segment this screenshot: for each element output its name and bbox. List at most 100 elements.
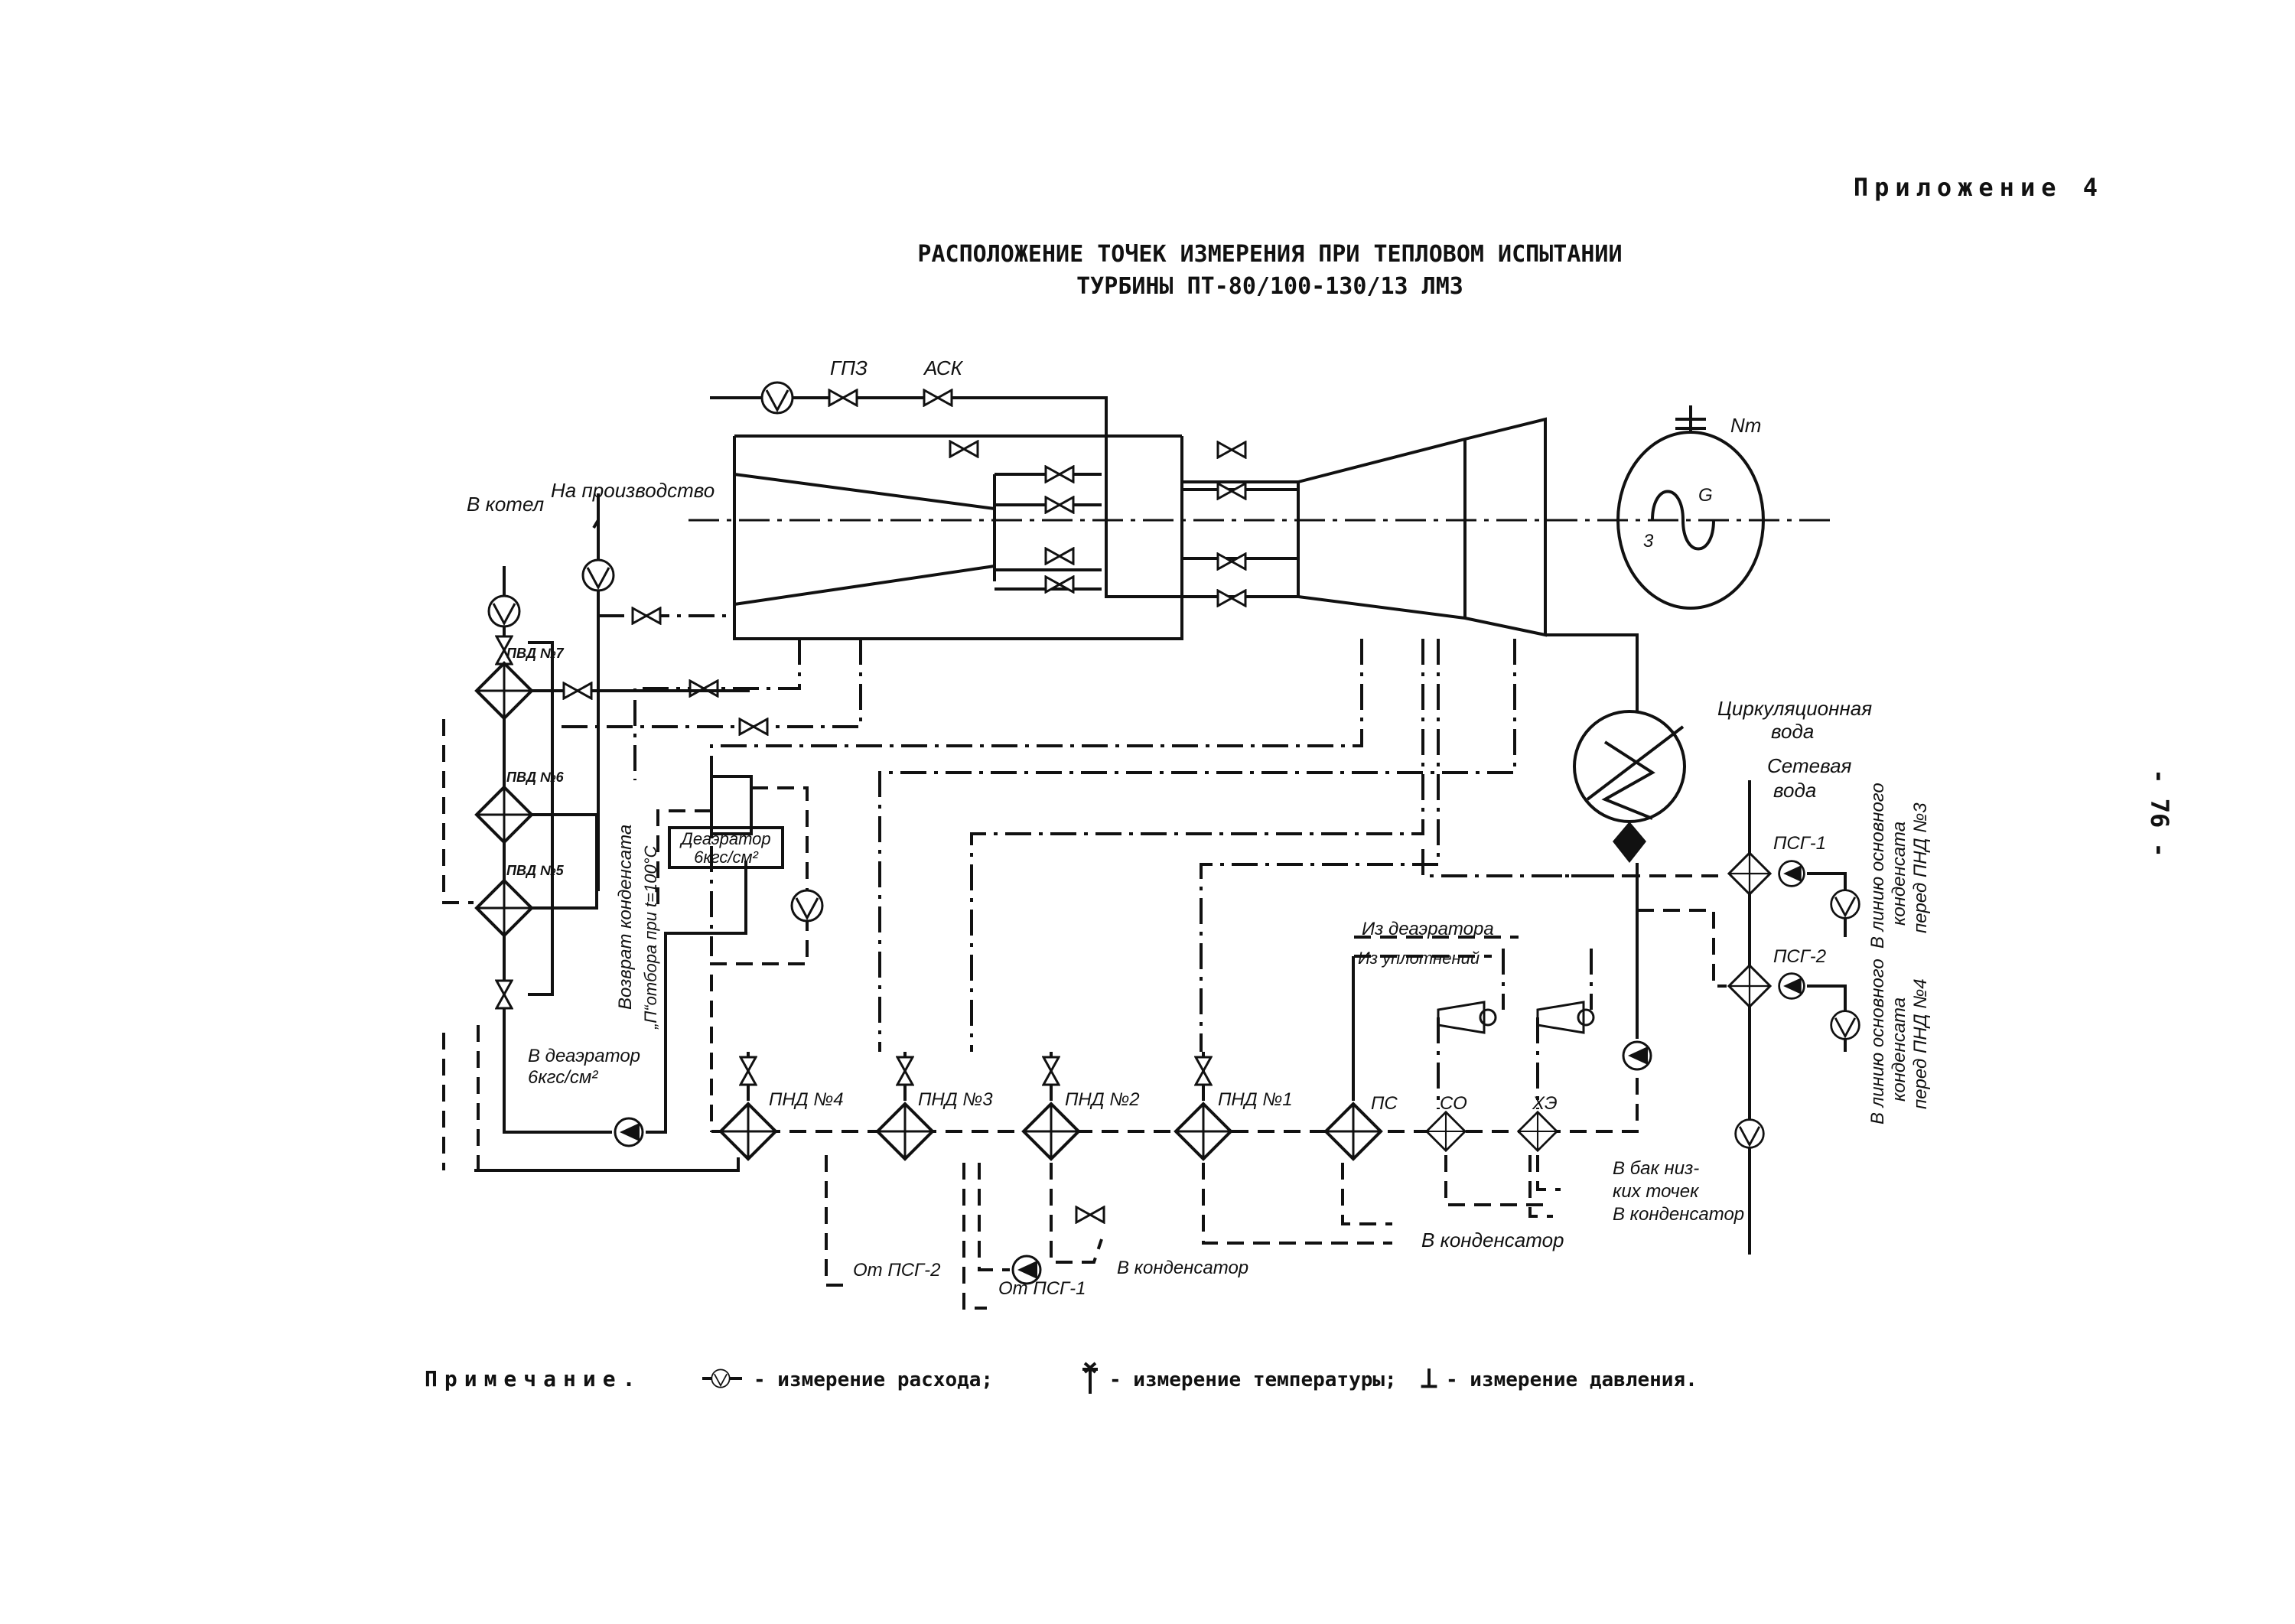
label-pnd2: ПНД №2 — [1065, 1089, 1140, 1110]
flow-meter-icon — [581, 558, 615, 592]
label-line-pnd3-1: В линию основного — [1867, 783, 1888, 949]
heater-psg2-icon — [1727, 964, 1772, 1008]
legend: Примечание. - измерение расхода; - измер… — [425, 1362, 1698, 1394]
label-line-pnd4-3: перед ПНД №4 — [1910, 978, 1931, 1109]
cooler-he-icon — [1517, 1111, 1558, 1152]
valve-gpz-icon — [828, 389, 858, 407]
valve-icon — [495, 979, 513, 1010]
label-condensate-return-1: Возврат конденсата — [615, 825, 636, 1010]
valve-icon — [1216, 552, 1247, 571]
pump-psg2-icon — [1778, 972, 1805, 1000]
label-pnd1: ПНД №1 — [1218, 1089, 1293, 1110]
ejectors: Из деаэратора Из уплотнений — [1354, 919, 1595, 1109]
label-psg2: ПСГ-2 — [1773, 946, 1826, 967]
network-heaters: ПСГ-1 ПСГ-2 В линию основного конденсата… — [1545, 780, 1931, 1255]
label-from-seals: Из уплотнений — [1358, 949, 1480, 968]
label-to-deaerator-1: В деаэратор — [528, 1046, 640, 1066]
label-condensate-return-2: „П“отбора при t=100°С — [641, 845, 660, 1030]
label-pvd5: ПВД №5 — [506, 863, 565, 878]
label-so: СО — [1440, 1093, 1467, 1114]
valve-icon — [1194, 1056, 1213, 1086]
label-pvd7: ПВД №7 — [506, 646, 565, 661]
label-from-psg2: От ПСГ-2 — [853, 1260, 940, 1281]
label-to-drain-tank-2: ких точек — [1613, 1181, 1700, 1202]
heater-pnd2-icon — [1022, 1102, 1080, 1160]
valve-icon — [738, 718, 769, 736]
pressure-measurement-icon — [1419, 1367, 1439, 1388]
valve-icon — [1216, 441, 1247, 459]
label-pnd4: ПНД №4 — [769, 1089, 844, 1110]
label-psg1: ПСГ-1 — [1773, 833, 1826, 854]
label-line-pnd4-2: конденсата — [1889, 998, 1909, 1102]
generator: Nт G 3 — [1616, 405, 1765, 610]
heater-pnd3-icon — [876, 1102, 934, 1160]
deaerator: Деаэратор 6кгс/см² Возврат конденсата „П… — [615, 775, 824, 1132]
label-ps: ПС — [1371, 1093, 1398, 1114]
main-steam-line: ГПЗ АСК — [710, 356, 1108, 436]
heater-psg1-icon — [1727, 851, 1772, 896]
hp-cylinder — [733, 434, 1183, 640]
title-line-1: РАСПОЛОЖЕНИЕ ТОЧЕК ИЗМЕРЕНИЯ ПРИ ТЕПЛОВО… — [917, 241, 1622, 268]
valve-icon — [1075, 1206, 1105, 1224]
condensate-pump-icon — [1622, 1040, 1652, 1071]
valve-icon — [739, 1056, 757, 1086]
extraction-lines — [558, 607, 1637, 1052]
lp-heater-row: ПНД №4 ПНД №3 ПНД №2 ПНД №1 ПС СО ХЭ — [711, 863, 1652, 1160]
valve-icon — [1216, 589, 1247, 607]
heater-pvd7-icon — [475, 662, 533, 720]
label-circulating-water-2: вода — [1771, 720, 1814, 743]
label-to-deaerator-2: 6кгс/см² — [528, 1067, 598, 1088]
label-pvd6: ПВД №6 — [506, 770, 565, 785]
appendix-label: Приложение 4 — [1854, 173, 2104, 202]
label-to-condenser-c: В конденсатор — [1613, 1204, 1744, 1225]
label-nt: Nт — [1730, 414, 1761, 437]
valve-icon — [1044, 465, 1075, 483]
title-line-2: ТУРБИНЫ ПТ-80/100-130/13 ЛМЗ — [1076, 273, 1463, 300]
flow-meter-icon — [790, 889, 824, 923]
flow-meter-icon — [1734, 1118, 1765, 1149]
valve-icon — [1042, 1056, 1060, 1086]
label-circulating-water-1: Циркуляционная — [1717, 697, 1872, 720]
label-to-drain-tank-1: В бак низ- — [1613, 1158, 1699, 1179]
valve-icon — [631, 607, 662, 625]
label-to-production: На производство — [551, 479, 715, 502]
label-he: ХЭ — [1532, 1093, 1558, 1114]
label-generator-3: 3 — [1643, 531, 1654, 552]
label-network-water-2: вода — [1773, 779, 1816, 802]
legend-flow-text: - измерение расхода; — [754, 1369, 993, 1391]
valve-ask-icon — [923, 389, 953, 407]
drain-lines: От ПСГ-2 От ПСГ-1 В конденсатор В конден… — [474, 1155, 1744, 1310]
label-from-deaerator: Из деаэратора — [1362, 919, 1494, 939]
legend-note-label: Примечание. — [425, 1366, 642, 1391]
valve-icon — [1044, 496, 1075, 514]
label-gpz: ГПЗ — [830, 356, 868, 379]
label-to-condenser-b: В конденсатор — [1421, 1229, 1564, 1251]
valve-icon — [1044, 547, 1075, 565]
label-to-condenser-a: В конденсатор — [1117, 1258, 1248, 1278]
cooler-so-icon — [1425, 1111, 1467, 1152]
flow-meter-icon — [1830, 1010, 1860, 1040]
pump-psg1-icon — [1778, 860, 1805, 887]
valve-icon — [562, 682, 593, 700]
valve-icon — [896, 1056, 914, 1086]
flow-meter-icon — [487, 594, 521, 628]
temperature-measurement-icon — [1082, 1362, 1098, 1394]
label-line-pnd3-2: конденсата — [1889, 822, 1909, 926]
valve-icon — [688, 679, 719, 698]
label-generator-g: G — [1698, 485, 1713, 506]
legend-temperature-text: - измерение температуры; — [1109, 1369, 1397, 1391]
flow-meter-icon — [760, 381, 794, 415]
condenser: Циркуляционная вода Сетевая вода — [1573, 697, 1872, 863]
heater-pnd1-icon — [1174, 1102, 1232, 1160]
valve-icon — [1216, 482, 1247, 500]
heater-pvd6-icon — [475, 786, 533, 844]
label-network-water-1: Сетевая — [1767, 754, 1852, 777]
lp-cylinder — [1180, 417, 1639, 711]
heater-pnd4-icon — [719, 1102, 777, 1160]
heater-pvd5-icon — [475, 879, 533, 937]
label-deaerator-1: Деаэратор — [679, 829, 770, 848]
legend-pressure-text: - измерение давления. — [1446, 1369, 1698, 1391]
page-number: - 76 - — [2145, 769, 2174, 858]
